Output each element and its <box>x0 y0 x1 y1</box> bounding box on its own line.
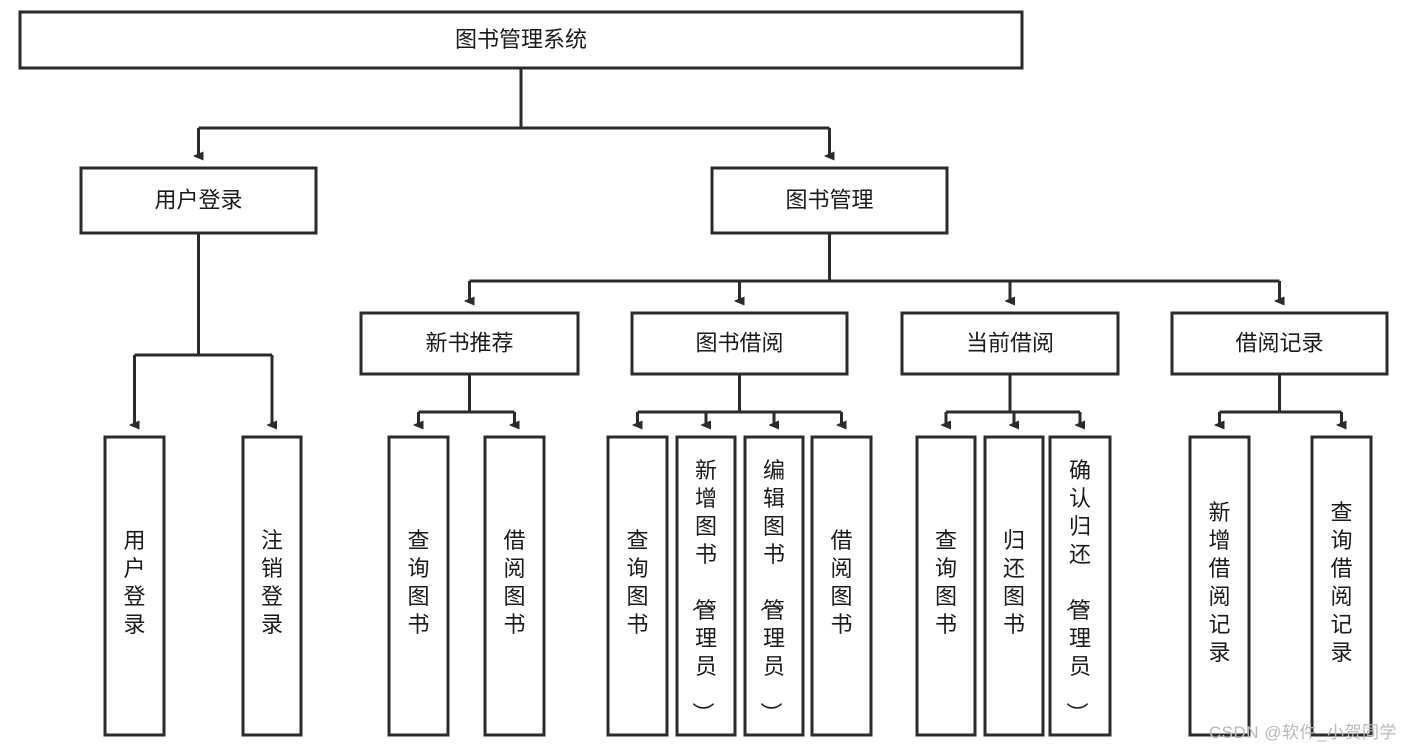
node-label: 当前借阅 <box>966 330 1054 355</box>
node-box <box>900 311 1120 376</box>
node-f10[interactable]: 归还图书 <box>983 435 1045 737</box>
node-label: 查询图书 <box>935 528 957 637</box>
node-label: 归还图书 <box>1003 528 1025 637</box>
node-box <box>1310 435 1373 737</box>
node-box <box>810 435 873 737</box>
node-l1a[interactable]: 用户登录 <box>79 166 318 235</box>
node-label: 新书推荐 <box>425 330 513 355</box>
node-f04[interactable]: 借阅图书 <box>483 435 546 737</box>
node-box <box>79 166 318 235</box>
node-label: 新增图书（管理员） <box>690 458 717 724</box>
edge-group-root <box>199 68 830 156</box>
node-label: 用户登录 <box>154 187 242 212</box>
node-f08[interactable]: 借阅图书 <box>810 435 873 737</box>
node-label: 图书管理 <box>785 187 873 212</box>
node-label: 查询图书 <box>407 528 429 637</box>
node-label: 图书管理系统 <box>455 27 587 52</box>
node-f13[interactable]: 查询借阅记录 <box>1310 435 1373 737</box>
node-label: 查询借阅记录 <box>1330 500 1352 665</box>
node-f11[interactable]: 确认归还（管理员） <box>1048 435 1112 737</box>
node-f06[interactable]: 新增图书（管理员） <box>675 435 737 737</box>
node-f09[interactable]: 查询图书 <box>915 435 977 737</box>
node-label: 编辑图书（管理员） <box>758 458 785 724</box>
node-label: 新增借阅记录 <box>1208 500 1230 665</box>
edge-group-l2a <box>419 374 515 425</box>
watermark: CSDN @软件_小贺同学 <box>1208 723 1397 742</box>
node-box <box>1048 435 1112 737</box>
node-label: 注销登录 <box>261 528 283 637</box>
node-box <box>1188 435 1251 737</box>
node-box <box>983 435 1045 737</box>
node-box <box>18 10 1024 70</box>
node-f02[interactable]: 注销登录 <box>241 435 303 737</box>
node-label: 图书借阅 <box>695 330 783 355</box>
edge-group-l2d <box>1220 374 1342 425</box>
edge-group-l2c <box>946 374 1080 425</box>
node-box <box>915 435 977 737</box>
nodes-layer: 图书管理系统用户登录图书管理新书推荐图书借阅当前借阅借阅记录用户登录注销登录查询… <box>18 10 1389 737</box>
node-label: 查询图书 <box>626 528 648 637</box>
node-l2b[interactable]: 图书借阅 <box>630 311 849 376</box>
edge-group-l1b <box>470 233 1280 301</box>
node-box <box>743 435 805 737</box>
node-root[interactable]: 图书管理系统 <box>18 10 1024 70</box>
node-box <box>359 311 580 376</box>
node-box <box>606 435 669 737</box>
node-box <box>103 435 166 737</box>
node-f07[interactable]: 编辑图书（管理员） <box>743 435 805 737</box>
node-label: 借阅图书 <box>830 528 852 637</box>
node-box <box>630 311 849 376</box>
node-f05[interactable]: 查询图书 <box>606 435 669 737</box>
node-label: 借阅图书 <box>503 528 525 637</box>
node-label: 借阅记录 <box>1235 330 1323 355</box>
edges-layer <box>135 68 1342 425</box>
node-f03[interactable]: 查询图书 <box>387 435 450 737</box>
node-l2d[interactable]: 借阅记录 <box>1170 311 1389 376</box>
node-l2c[interactable]: 当前借阅 <box>900 311 1120 376</box>
node-box <box>483 435 546 737</box>
edge-group-l2b <box>638 374 842 425</box>
edge-group-l1a <box>135 233 273 425</box>
node-box <box>241 435 303 737</box>
node-box <box>1170 311 1389 376</box>
node-label: 用户登录 <box>123 528 145 637</box>
node-l1b[interactable]: 图书管理 <box>710 166 949 235</box>
node-f12[interactable]: 新增借阅记录 <box>1188 435 1251 737</box>
node-box <box>387 435 450 737</box>
node-box <box>710 166 949 235</box>
node-l2a[interactable]: 新书推荐 <box>359 311 580 376</box>
node-label: 确认归还（管理员） <box>1064 458 1091 724</box>
node-box <box>675 435 737 737</box>
node-f01[interactable]: 用户登录 <box>103 435 166 737</box>
